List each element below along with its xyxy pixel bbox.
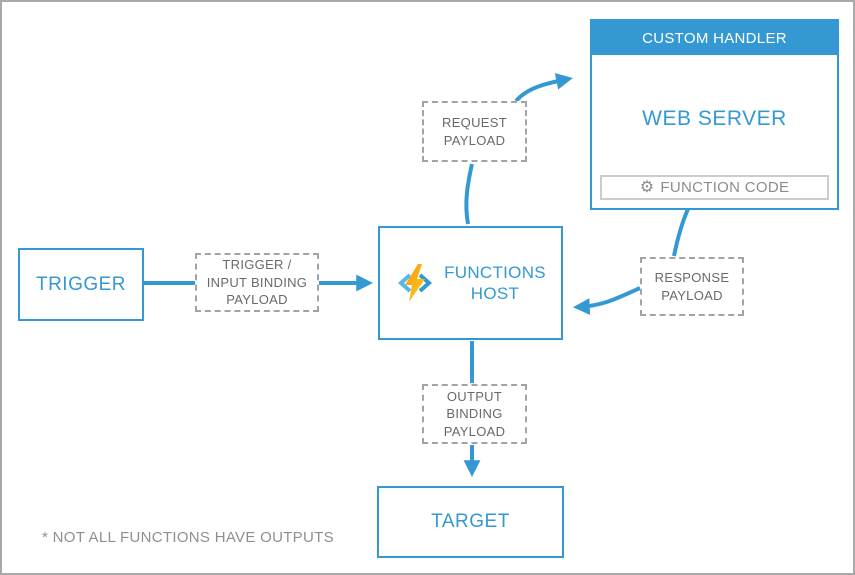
- payload-label-line: PAYLOAD: [443, 423, 506, 439]
- request-payload-node: REQUEST PAYLOAD: [422, 101, 527, 162]
- payload-label-line: PAYLOAD: [443, 132, 506, 148]
- payload-label-line: OUTPUT: [446, 388, 503, 404]
- target-node: TARGET: [377, 486, 564, 558]
- payload-label-line: INPUT BINDING: [206, 274, 308, 290]
- trigger-label: TRIGGER: [35, 273, 127, 295]
- custom-handler-to-response-payload-line: [672, 208, 690, 257]
- custom-handler-title: CUSTOM HANDLER: [642, 29, 787, 47]
- custom-handler-node: CUSTOM HANDLER WEB SERVER ⚙ FUNCTION COD…: [590, 19, 839, 210]
- payload-label-line: PAYLOAD: [226, 292, 288, 308]
- trigger-node: TRIGGER: [18, 248, 144, 321]
- payload-label-line: BINDING: [446, 406, 503, 422]
- host-to-request-payload-line: [464, 163, 474, 225]
- footnote: * NOT ALL FUNCTIONS HAVE OUTPUTS: [42, 529, 334, 546]
- response-payload-node: RESPONSE PAYLOAD: [640, 257, 744, 316]
- gear-icon: ⚙: [639, 178, 655, 196]
- request-payload-to-custom-handler-arrow: [514, 73, 573, 103]
- response-payload-to-host-arrow: [572, 286, 641, 315]
- function-code-label: FUNCTION CODE: [660, 179, 790, 196]
- payload-label-line: RESPONSE: [654, 269, 730, 285]
- web-server-label: WEB SERVER: [642, 107, 787, 130]
- custom-handler-header: CUSTOM HANDLER: [592, 21, 837, 55]
- azure-functions-icon: [398, 264, 433, 302]
- target-label: TARGET: [431, 511, 510, 532]
- functions-host-node: FUNCTIONS HOST: [378, 226, 563, 340]
- trigger-input-binding-payload-node: TRIGGER / INPUT BINDING PAYLOAD: [195, 253, 319, 312]
- payload-label-line: TRIGGER /: [222, 257, 292, 273]
- functions-host-label-line: FUNCTIONS: [444, 262, 546, 282]
- payload-label-line: REQUEST: [442, 114, 507, 130]
- output-binding-payload-node: OUTPUT BINDING PAYLOAD: [422, 384, 527, 444]
- payload-label-line: PAYLOAD: [661, 287, 723, 303]
- function-code-bar: ⚙ FUNCTION CODE: [600, 175, 829, 200]
- functions-host-label-line: HOST: [470, 284, 520, 303]
- functions-host-label: FUNCTIONS HOST: [444, 262, 546, 305]
